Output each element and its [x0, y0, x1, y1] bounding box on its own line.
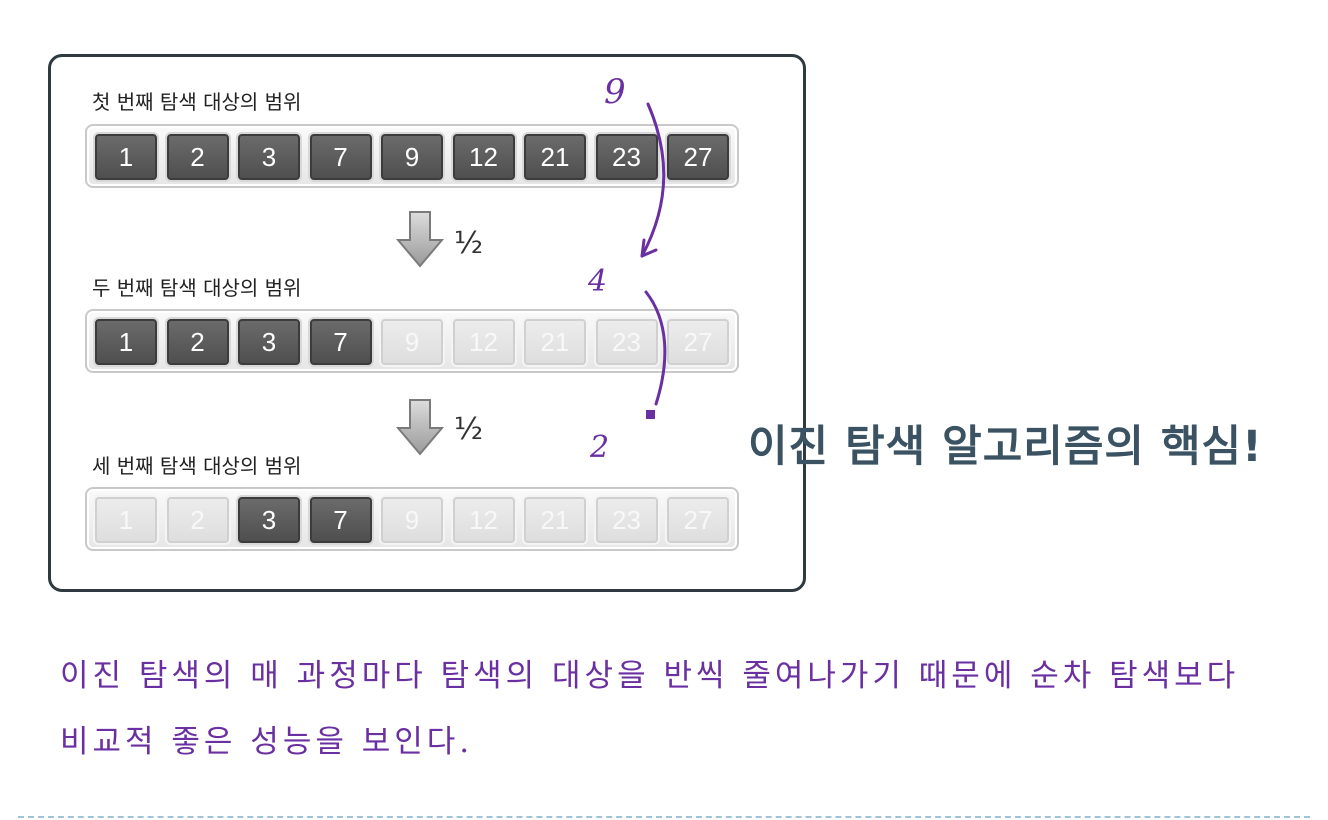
- array-cell: 7: [309, 134, 372, 180]
- row-label-first: 첫 번째 탐색 대상의 범위: [92, 90, 302, 114]
- row-label-second: 두 번째 탐색 대상의 범위: [92, 276, 302, 300]
- arrow-down-icon: [396, 211, 444, 268]
- array-cell: 23: [595, 319, 658, 365]
- array-cell: 1: [95, 319, 157, 365]
- array-cell: 23: [595, 497, 658, 543]
- arrow-down-icon: [396, 399, 444, 456]
- hand-number-2: 2: [590, 430, 610, 465]
- array-cell: 9: [381, 134, 443, 180]
- array-cell: 27: [667, 497, 729, 543]
- note-line-1: 이진 탐색의 매 과정마다 탐색의 대상을 반씩 줄여나가기 때문에 순차 탐색…: [60, 658, 1240, 694]
- row-label-third: 세 번째 탐색 대상의 범위: [92, 454, 302, 478]
- array-cell: 12: [452, 319, 515, 365]
- array-cell: 3: [238, 497, 300, 543]
- array-cell: 7: [309, 497, 372, 543]
- dashed-divider: [18, 816, 1310, 818]
- array-cell: 12: [452, 497, 515, 543]
- array-cell: 3: [238, 134, 300, 180]
- array-cell: 2: [166, 497, 229, 543]
- array-cell: 1: [95, 134, 157, 180]
- half-label-2: ½: [454, 412, 484, 447]
- array-cell: 9: [381, 319, 443, 365]
- array-cell: 21: [524, 497, 586, 543]
- array-cell: 9: [381, 497, 443, 543]
- hand-number-4: 4: [588, 264, 608, 299]
- array-cell: 2: [166, 134, 229, 180]
- array-cell: 23: [595, 134, 658, 180]
- hand-number-9: 9: [604, 72, 626, 112]
- array-cell: 1: [95, 497, 157, 543]
- array-cell: 27: [667, 319, 729, 365]
- half-label-1: ½: [454, 226, 484, 261]
- array-cell: 21: [524, 134, 586, 180]
- array-cell: 12: [452, 134, 515, 180]
- note-line-2: 비교적 좋은 성능을 보인다.: [60, 724, 474, 760]
- array-cell: 2: [166, 319, 229, 365]
- headline: 이진 탐색 알고리즘의 핵심!: [748, 422, 1263, 472]
- array-cell: 21: [524, 319, 586, 365]
- array-cell: 27: [667, 134, 729, 180]
- array-cell: 3: [238, 319, 300, 365]
- array-cell: 7: [309, 319, 372, 365]
